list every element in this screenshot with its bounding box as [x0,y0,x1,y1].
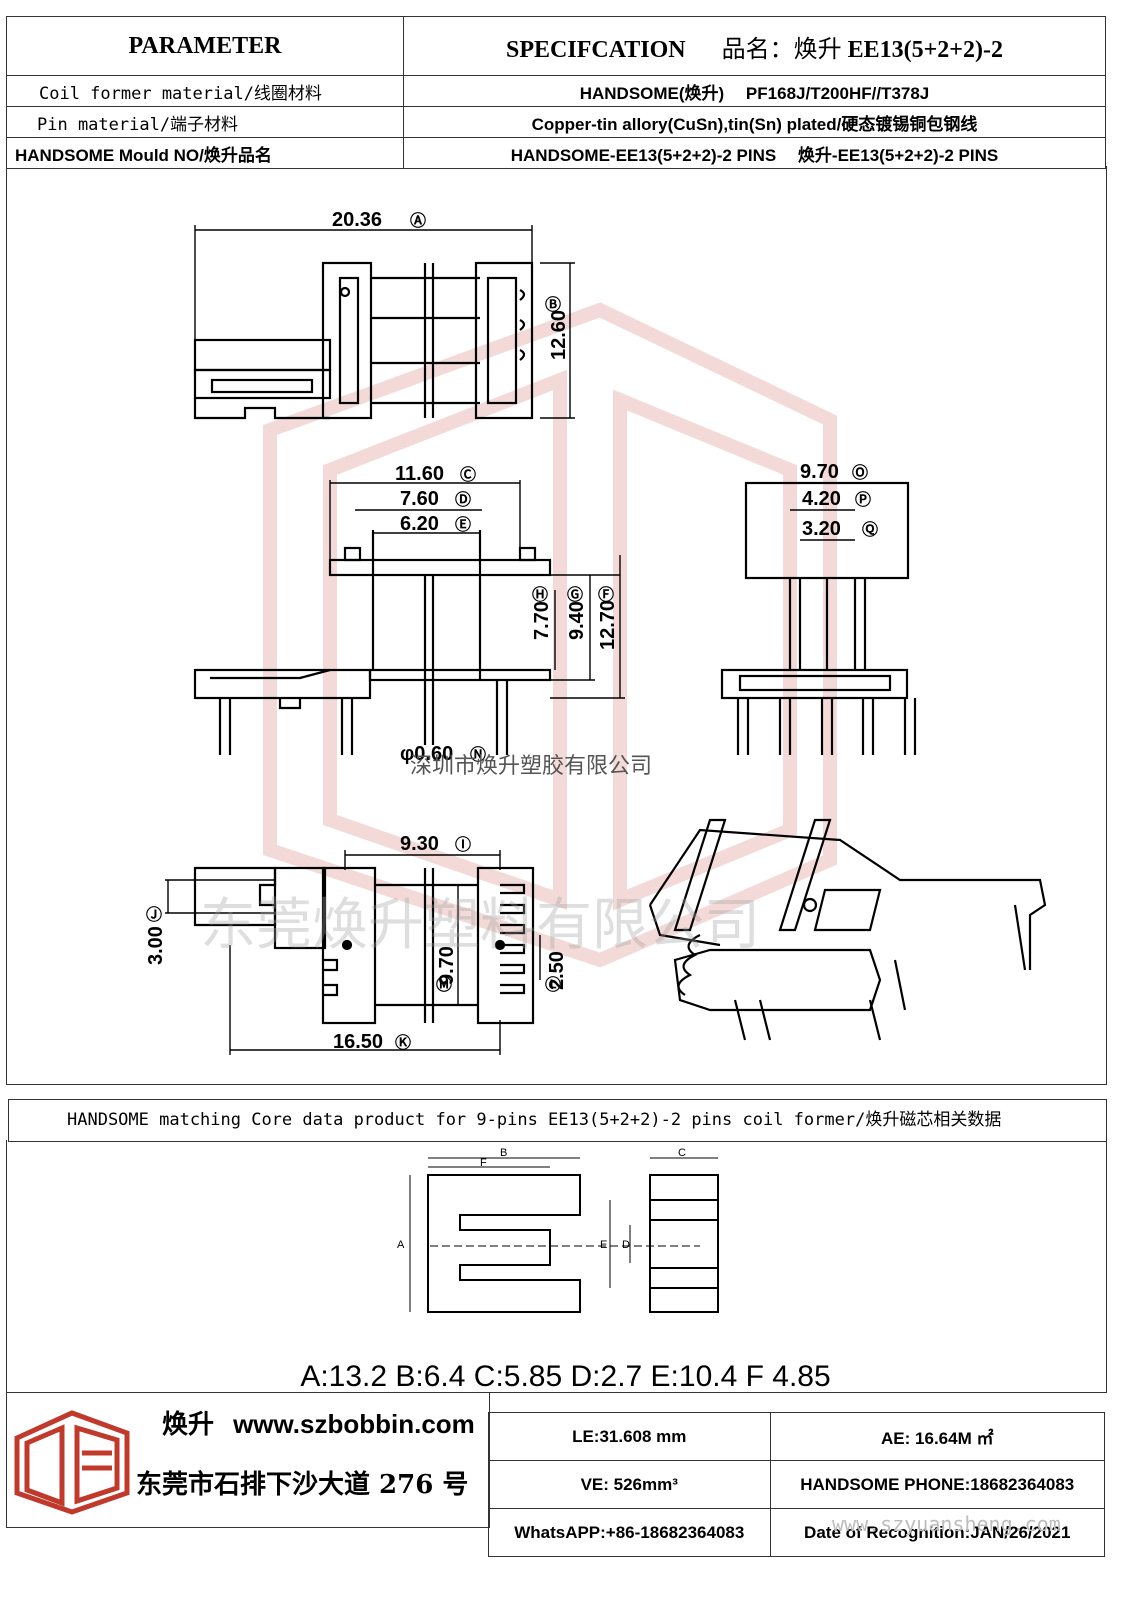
dim-e: 6.20 [400,513,439,535]
svg-text:Ⓝ: Ⓝ [470,745,486,764]
phone-value: HANDSOME PHONE:18682364083 [769,1460,1105,1509]
watermark-company-2: 东莞焕升塑料有限公司 [200,893,760,958]
footer-brand: 焕升 www.szbobbin.com [162,1409,475,1440]
svg-text:Ⓗ: Ⓗ [532,585,548,604]
dim-a: 20.36 [332,209,382,231]
svg-text:Ⓖ: Ⓖ [567,585,583,604]
spec-table: PARAMETER SPECIFCATION 品名：焕升 EE13(5+2+2)… [6,16,1106,169]
side-dims [746,482,908,541]
isometric-view [648,818,1047,1041]
svg-text:Ⓙ: Ⓙ [146,905,162,924]
core-drawing: B F A C D E [397,1147,719,1313]
watermark-logo [263,302,837,968]
core-dimensions: A:13.2 B:6.4 C:5.85 D:2.7 E:10.4 F 4.85 [300,1360,831,1393]
dim-l: 2.50 [546,951,568,990]
dim-q: 3.20 [802,518,841,540]
dim-o: 9.70 [800,461,839,483]
dim-d: 7.60 [400,488,439,510]
svg-text:Ⓘ: Ⓘ [455,835,471,854]
whatsapp-value: WhatsAPP:+86-18682364083 [488,1508,771,1557]
row-pin-material: Pin material/端子材料 Copper-tin allory(CuSn… [6,106,1106,138]
front-view [193,530,552,755]
date-value: Date of Recognition:JAN/26/2021 [769,1508,1105,1557]
svg-text:Ⓐ: Ⓐ [410,211,426,230]
dim-i: 9.30 [400,833,439,855]
parameter-header: PARAMETER [6,16,404,76]
core-label-d: D [622,1239,630,1251]
dim-m: 9.70 [436,946,458,985]
le-value: LE:31.608 mm [488,1412,771,1461]
footer-table: LE:31.608 mm AE: 16.64M ㎡ VE: 526mm³ HAN… [488,1412,1105,1557]
dim-f: 12.70 [597,600,619,650]
row-coil-material: Coil former material/线圈材料 HANDSOME(焕升) P… [6,75,1106,107]
svg-text:Ⓛ: Ⓛ [545,975,561,994]
dim-j: 3.00 [145,926,167,965]
svg-text:Ⓔ: Ⓔ [455,515,471,534]
dim-k: 16.50 [333,1031,383,1053]
dim-g: 9.40 [566,601,588,640]
svg-text:Ⓓ: Ⓓ [455,490,471,509]
watermark-site: www.szyuansheng.com [832,1512,1061,1536]
technical-drawing: 20.36 Ⓐ 12.60 Ⓑ 11.60 Ⓒ 7.60 Ⓓ 6.20 Ⓔ 7.… [145,209,1047,1055]
dim-h: 7.70 [531,601,553,640]
footer-address: 东莞市石排下沙大道 276 号 [136,1470,469,1500]
row-mould-no: HANDSOME Mould NO/焕升品名 HANDSOME-EE13(5+2… [6,137,1106,169]
svg-text:Ⓒ: Ⓒ [460,465,476,484]
core-label-b: B [500,1147,507,1159]
svg-text:Ⓟ: Ⓟ [855,490,871,509]
svg-text:Ⓕ: Ⓕ [598,585,614,604]
bottom-view [193,866,535,1025]
ae-value: AE: 16.64M ㎡ [769,1412,1105,1461]
dim-n: φ0.60 [400,743,453,765]
dim-c: 11.60 [395,463,444,485]
core-label-e: E [600,1239,607,1251]
svg-text:Ⓠ: Ⓠ [862,520,878,539]
logo-icon [14,1410,130,1515]
dim-b: 12.60 [548,310,570,360]
core-frame [6,1140,1107,1393]
watermark-company-1: 深圳市焕升塑胶有限公司 [410,754,653,779]
svg-text:Ⓚ: Ⓚ [395,1033,411,1052]
bottom-dims [165,850,541,1055]
svg-text:Ⓞ: Ⓞ [852,463,868,482]
svg-text:Ⓑ: Ⓑ [545,295,561,314]
svg-text:Ⓜ: Ⓜ [436,975,452,994]
core-label-f: F [480,1157,487,1169]
top-view [193,261,534,420]
front-dims [329,480,625,699]
side-view [720,481,917,755]
dim-a-lines [194,225,575,419]
drawing-frame [6,166,1107,1085]
dim-p: 4.20 [802,488,841,510]
core-label-c: C [678,1147,686,1159]
core-label-a: A [397,1239,405,1251]
ve-value: VE: 526mm³ [488,1460,771,1509]
footer-website[interactable]: www.szbobbin.com [233,1409,475,1439]
core-data-title: HANDSOME matching Core data product for … [8,1099,1107,1142]
dimension-labels: 20.36 Ⓐ 12.60 Ⓑ 11.60 Ⓒ 7.60 Ⓓ 6.20 Ⓔ 7.… [145,209,878,1053]
